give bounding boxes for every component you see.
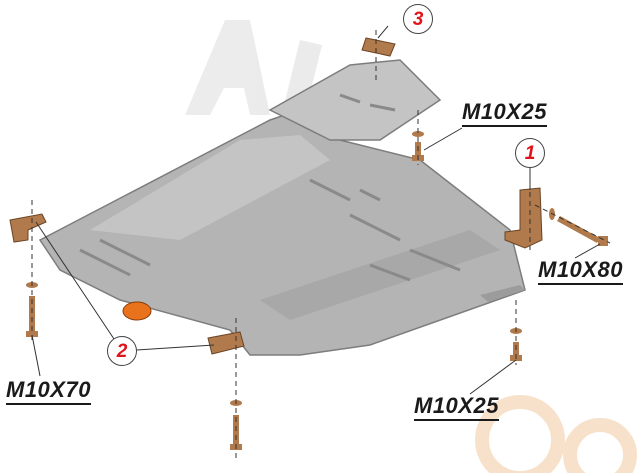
callout-1: 1: [515, 138, 545, 168]
callout-3: 3: [403, 4, 433, 34]
bolt-label-left: M10X70: [6, 378, 91, 405]
bracket-2-bottom: [207, 331, 245, 355]
assembly-axes: [31, 30, 611, 460]
bolt-label-top-right: M10X25: [462, 100, 547, 127]
bolt-label-bottom-right: M10X25: [414, 394, 499, 421]
bolt-bottom: [230, 400, 242, 450]
bracket-3: [361, 37, 396, 57]
bracket-1: [504, 187, 543, 249]
bracket-2-left: [9, 213, 47, 243]
skid-plate: [38, 59, 526, 356]
leader-lines: [31, 25, 601, 395]
callout-2: 2: [107, 336, 137, 366]
bolt-label-right: M10X80: [538, 258, 623, 285]
